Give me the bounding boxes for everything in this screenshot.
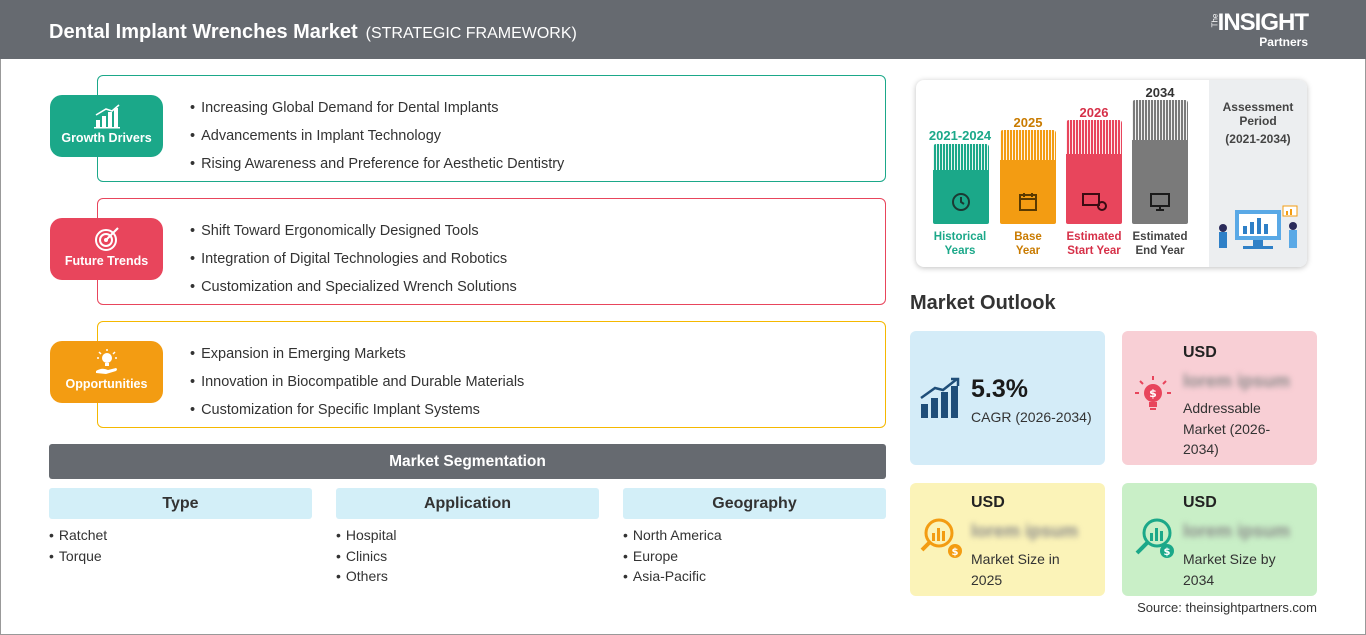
list-item: Customization and Specialized Wrench Sol…: [190, 273, 517, 301]
segment-list: North America Europe Asia-Pacific: [623, 525, 886, 587]
size2034-label: Market Size by 2034: [1183, 551, 1276, 588]
bar-base: [1000, 130, 1056, 224]
opportunities-card: Expansion in Emerging Markets Innovation…: [97, 321, 886, 428]
source-link[interactable]: Source: theinsightpartners.com: [1137, 600, 1317, 615]
presentation-icon: [1082, 193, 1107, 211]
segment-application: Application Hospital Clinics Others: [336, 488, 599, 587]
list-item: Asia-Pacific: [623, 566, 886, 587]
logo-sub: Partners: [1259, 35, 1308, 49]
list-item: Others: [336, 566, 599, 587]
cagr-label: CAGR (2026-2034): [971, 409, 1092, 425]
segment-list: Hospital Clinics Others: [336, 525, 599, 587]
subtitle-text: (STRATEGIC FRAMEWORK): [365, 25, 577, 42]
list-item: Expansion in Emerging Markets: [190, 340, 524, 368]
list-item: Innovation in Biocompatible and Durable …: [190, 368, 524, 396]
logo-main: INSIGHT: [1217, 9, 1309, 36]
growth-drivers-badge: Growth Drivers: [50, 95, 163, 157]
list-item: Europe: [623, 546, 886, 567]
magnifier-chart-icon: $: [920, 518, 962, 558]
growth-drivers-list: Increasing Global Demand for Dental Impl…: [190, 94, 564, 178]
list-item: Torque: [49, 546, 312, 567]
list-item: Rising Awareness and Preference for Aest…: [190, 150, 564, 178]
svg-text:$: $: [1149, 387, 1157, 400]
future-trends-list: Shift Toward Ergonomically Designed Tool…: [190, 217, 517, 301]
year-end: 2034: [1145, 85, 1175, 100]
market-size-2034-card: $ USD lorem ipsum Market Size by 2034: [1122, 483, 1317, 596]
target-icon: [94, 227, 119, 251]
opportunities-list: Expansion in Emerging Markets Innovation…: [190, 340, 524, 424]
future-trends-card: Shift Toward Ergonomically Designed Tool…: [97, 198, 886, 305]
logo-the: The: [1210, 13, 1220, 28]
usd-label: USD: [1183, 494, 1217, 511]
future-trends-badge: Future Trends: [50, 218, 163, 280]
bar-start: [1066, 120, 1122, 224]
list-item: Increasing Global Demand for Dental Impl…: [190, 94, 564, 122]
svg-text:$: $: [952, 547, 959, 558]
history-icon: [952, 193, 970, 211]
segment-head: Application: [336, 488, 599, 519]
cagr-value: 5.3%: [971, 375, 1028, 403]
cagr-card: 5.3% CAGR (2026-2034): [910, 331, 1105, 465]
list-item: Integration of Digital Technologies and …: [190, 245, 517, 273]
title-text: Dental Implant Wrenches Market: [49, 21, 358, 43]
list-item: Clinics: [336, 546, 599, 567]
size2025-value: lorem ipsum: [971, 521, 1079, 541]
analytics-people-icon: [1219, 205, 1298, 249]
size2034-value: lorem ipsum: [1183, 521, 1291, 541]
market-outlook-title: Market Outlook: [910, 292, 1056, 314]
segment-geography: Geography North America Europe Asia-Paci…: [623, 488, 886, 587]
year-start: 2026: [1079, 105, 1109, 120]
badge-label: Opportunities: [65, 377, 148, 391]
list-item: Shift Toward Ergonomically Designed Tool…: [190, 217, 517, 245]
growth-bars-icon: [920, 377, 960, 418]
bar-end: [1132, 100, 1188, 224]
assessment-line2: Period: [1239, 114, 1277, 128]
list-item: Hospital: [336, 525, 599, 546]
magnifier-chart-icon: $: [1135, 518, 1174, 558]
insight-partners-logo[interactable]: The INSIGHT Partners: [1210, 9, 1309, 49]
bar-historical: [933, 144, 989, 224]
badge-label: Growth Drivers: [61, 131, 152, 145]
badge-label: Future Trends: [64, 254, 149, 268]
list-item: North America: [623, 525, 886, 546]
segment-type: Type Ratchet Torque: [49, 488, 312, 566]
assessment-period: Assessment Period (2021-2034): [1209, 80, 1307, 267]
addressable-label: Addressable Market (2026-2034): [1183, 400, 1271, 457]
growth-chart-icon: [93, 104, 120, 129]
year-historical: 2021-2024: [928, 128, 992, 143]
segment-head: Type: [49, 488, 312, 519]
lightbulb-dollar-icon: $: [1135, 376, 1171, 410]
page-title: Dental Implant Wrenches Market (STRATEGIC…: [49, 21, 577, 44]
addressable-value: lorem ipsum: [1183, 371, 1291, 391]
monitor-icon: [1150, 193, 1170, 211]
segment-list: Ratchet Torque: [49, 525, 312, 566]
assessment-line1: Assessment: [1222, 100, 1294, 114]
usd-label: USD: [971, 494, 1005, 511]
segment-head: Geography: [623, 488, 886, 519]
assessment-range: (2021-2034): [1225, 132, 1291, 146]
opportunities-badge: Opportunities: [50, 341, 163, 403]
calendar-icon: [1019, 193, 1037, 211]
market-size-2025-card: $ USD lorem ipsum Market Size in 2025: [910, 483, 1105, 596]
year-base: 2025: [1013, 115, 1043, 130]
list-item: Customization for Specific Implant Syste…: [190, 396, 524, 424]
lightbulb-hand-icon: [95, 349, 117, 374]
list-item: Advancements in Implant Technology: [190, 122, 564, 150]
usd-label: USD: [1183, 344, 1217, 361]
addressable-market-card: $ USD lorem ipsum Addressable Market (20…: [1122, 331, 1317, 465]
header-bar: Dental Implant Wrenches Market (STRATEGIC…: [0, 0, 1366, 59]
list-item: Ratchet: [49, 525, 312, 546]
segmentation-title: Market Segmentation: [49, 444, 886, 479]
size2025-label: Market Size in 2025: [971, 551, 1060, 588]
svg-text:$: $: [1164, 547, 1171, 558]
growth-drivers-card: Increasing Global Demand for Dental Impl…: [97, 75, 886, 182]
